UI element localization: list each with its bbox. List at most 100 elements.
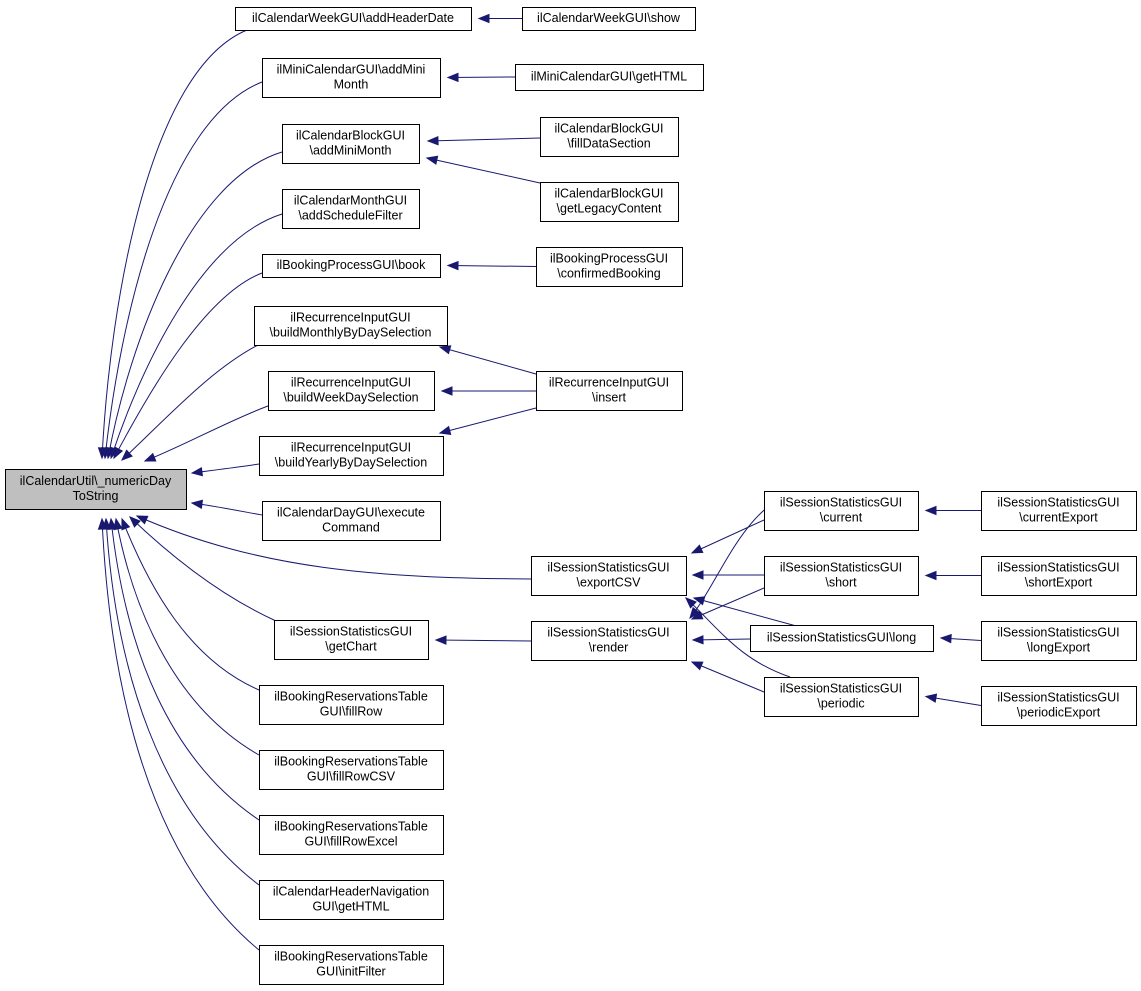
arrowhead-sessGetChart-to-root: [129, 516, 141, 528]
node-sessCurrentExport[interactable]: ilSessionStatisticsGUI\currentExport: [981, 491, 1137, 531]
arrowhead-weekShow-to-weekAddHeader: [477, 13, 490, 24]
node-recInsert[interactable]: ilRecurrenceInputGUI\insert: [536, 371, 683, 411]
node-box: [536, 371, 683, 411]
node-label-line: ilCalendarBlockGUI: [554, 122, 663, 136]
node-label-line: ilMiniCalendarGUI\getHTML: [531, 70, 687, 84]
arrowhead-sessExportCSV-to-root: [135, 515, 149, 525]
node-label-line: ilRecurrenceInputGUI: [291, 376, 411, 390]
node-label-line: ilCalendarBlockGUI: [296, 129, 405, 143]
node-box: [262, 254, 441, 278]
node-blockFill[interactable]: ilCalendarBlockGUI\fillDataSection: [540, 117, 679, 157]
arrowhead-blockLegacy-to-blockAddMini: [425, 155, 439, 165]
node-label-line: \exportCSV: [577, 576, 642, 590]
edge-headerNav-to-root: [105, 518, 260, 886]
node-miniGetHTML[interactable]: ilMiniCalendarGUI\getHTML: [515, 64, 704, 91]
node-label-line: ilSessionStatisticsGUI: [290, 625, 412, 639]
node-label-line: ilCalendarWeekGUI\addHeaderDate: [252, 11, 454, 25]
node-miniAddMonth[interactable]: ilMiniCalendarGUI\addMiniMonth: [262, 58, 441, 98]
node-label-line: ilBookingReservationsTable: [274, 755, 428, 769]
node-sessLong[interactable]: ilSessionStatisticsGUI\long: [750, 625, 934, 652]
node-box: [515, 64, 704, 91]
node-label-line: Command: [322, 521, 380, 535]
node-label-line: ilMiniCalendarGUI\addMini: [277, 63, 426, 77]
node-sessShort[interactable]: ilSessionStatisticsGUI\short: [764, 556, 919, 596]
node-sessLongExport[interactable]: ilSessionStatisticsGUI\longExport: [981, 621, 1137, 661]
node-label-line: GUI\initFilter: [316, 965, 385, 979]
node-label-line: \current: [820, 511, 863, 525]
node-box: [522, 7, 696, 31]
node-label-line: GUI\getHTML: [312, 900, 389, 914]
node-box: [981, 556, 1137, 596]
node-bookBook[interactable]: ilBookingProcessGUI\book: [262, 254, 441, 278]
edge-blockLegacy-to-blockAddMini: [426, 157, 541, 184]
edge-sessRender-to-sessGetChart: [435, 639, 532, 642]
node-label-line: \addScheduleFilter: [298, 209, 402, 223]
node-resFillRowExcel[interactable]: ilBookingReservationsTableGUI\fillRowExc…: [259, 815, 444, 855]
node-label-line: \buildWeekDaySelection: [283, 391, 418, 405]
node-sessExportCSV[interactable]: ilSessionStatisticsGUI\exportCSV: [531, 556, 687, 596]
node-sessRender[interactable]: ilSessionStatisticsGUI\render: [531, 621, 687, 661]
node-box: [282, 189, 420, 229]
node-label-line: ilSessionStatisticsGUI: [547, 561, 669, 575]
edge-recWeek-to-root: [144, 405, 269, 462]
node-blockLegacy[interactable]: ilCalendarBlockGUI\getLegacyContent: [540, 182, 679, 222]
arrowhead-resInitFilter-to-root: [97, 517, 108, 530]
arrowhead-sessCurrentExport-to-sessCurrent: [924, 505, 937, 516]
edge-recInsert-to-recMonthly: [439, 346, 537, 375]
node-sessPeriodic[interactable]: ilSessionStatisticsGUI\periodic: [764, 677, 919, 717]
edge-bookConfirmed-to-bookBook: [447, 265, 537, 267]
node-sessPeriodicExport[interactable]: ilSessionStatisticsGUI\periodicExport: [981, 686, 1137, 726]
arrowhead-sessShort-to-sessExportCSV: [691, 570, 704, 580]
node-sessShortExport[interactable]: ilSessionStatisticsGUI\shortExport: [981, 556, 1137, 596]
node-box: [259, 815, 444, 855]
arrowhead-sessRender-to-sessGetChart: [434, 635, 447, 645]
arrowhead-recInsert-to-recYearly: [438, 425, 452, 435]
node-weekShow[interactable]: ilCalendarWeekGUI\show: [522, 7, 696, 31]
edge-blockAddMini-to-root: [107, 151, 283, 459]
node-label-line: ilBookingReservationsTable: [274, 950, 428, 964]
edge-bookBook-to-root: [113, 272, 263, 459]
node-box: [274, 620, 429, 660]
node-label-line: \fillDataSection: [567, 137, 650, 151]
node-blockAddMini[interactable]: ilCalendarBlockGUI\addMiniMonth: [282, 124, 420, 164]
edge-sessPeriodic-to-sessRender: [691, 661, 765, 693]
node-box: [764, 556, 919, 596]
node-label-line: \short: [825, 576, 857, 590]
arrowhead-sessCurrent-to-sessExportCSV: [690, 544, 704, 554]
edge-sessGetChart-to-root: [129, 516, 277, 622]
node-monthFilter[interactable]: ilCalendarMonthGUI\addScheduleFilter: [282, 189, 420, 229]
node-label-line: \getLegacyContent: [557, 202, 662, 216]
node-label-line: GUI\fillRowExcel: [304, 835, 397, 849]
node-box: [764, 491, 919, 531]
node-label-line: ilCalendarBlockGUI: [554, 187, 663, 201]
edge-resFillRowExcel-to-root: [110, 518, 260, 821]
edge-resFillRowCSV-to-root: [115, 518, 260, 756]
node-label-line: ilBookingProcessGUI\book: [277, 258, 426, 272]
arrowhead-dayExec-to-root: [190, 499, 204, 510]
node-sessCurrent[interactable]: ilSessionStatisticsGUI\current: [764, 491, 919, 531]
node-box: [268, 371, 435, 411]
arrowhead-recYearly-to-root: [190, 466, 204, 477]
node-recMonthly[interactable]: ilRecurrenceInputGUI\buildMonthlyByDaySe…: [254, 306, 448, 346]
node-weekAddHeader[interactable]: ilCalendarWeekGUI\addHeaderDate: [235, 7, 472, 31]
arrowhead-sessLong-to-sessExportCSV: [692, 596, 706, 606]
edge-recInsert-to-recYearly: [439, 407, 537, 434]
node-recWeek[interactable]: ilRecurrenceInputGUI\buildWeekDaySelecti…: [268, 371, 435, 411]
node-bookConfirmed[interactable]: ilBookingProcessGUI\confirmedBooking: [536, 247, 683, 287]
node-box: [262, 58, 441, 98]
node-box: [259, 685, 444, 725]
node-recYearly[interactable]: ilRecurrenceInputGUI\buildYearlyByDaySel…: [259, 436, 444, 476]
node-label-line: \longExport: [1027, 641, 1091, 655]
edge-resInitFilter-to-root: [101, 518, 260, 951]
edges-layer: [97, 13, 982, 951]
node-label-line: \currentExport: [1019, 511, 1098, 525]
node-sessGetChart[interactable]: ilSessionStatisticsGUI\getChart: [274, 620, 429, 660]
node-label-line: \insert: [592, 391, 627, 405]
